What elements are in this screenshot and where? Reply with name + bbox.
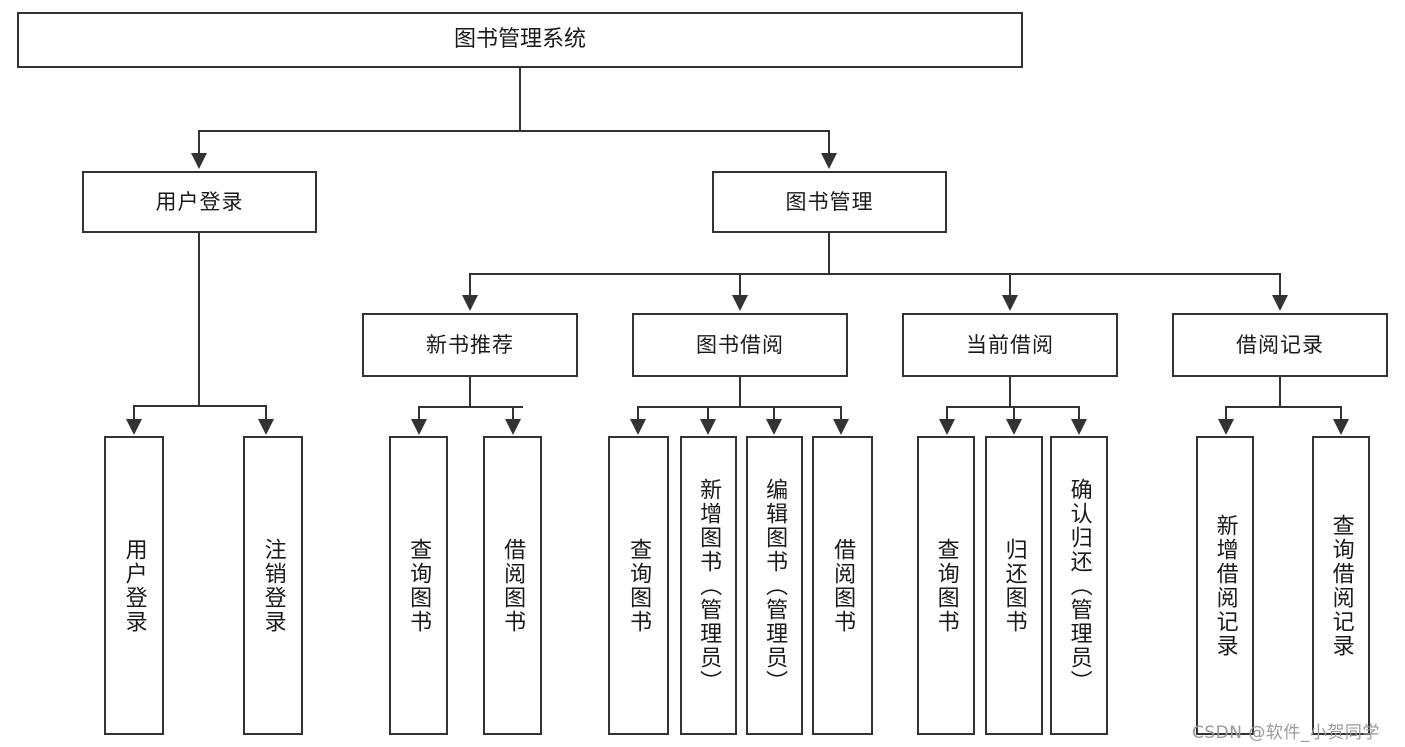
leaf-borrow-borrow-book[interactable]: 借阅图书: [812, 436, 873, 735]
node-book-borrow[interactable]: 图书借阅: [632, 313, 848, 377]
arrowhead-borrow-1: [630, 419, 646, 435]
arrowhead-recommend-2: [505, 419, 521, 435]
leaf-borrow-add-book-admin[interactable]: 新增图书（管理员）: [680, 436, 737, 735]
arrowhead-to-book-mgmt: [821, 153, 837, 169]
connector-root-to-book-mgmt: [828, 130, 830, 155]
connector-current-drop-1: [946, 406, 948, 420]
node-borrow-record[interactable]: 借阅记录: [1172, 313, 1388, 377]
node-label: 借阅图书: [830, 537, 856, 634]
connector-recommend-drop-2: [512, 406, 514, 420]
connector-borrow-drop-1: [637, 406, 639, 420]
arrowhead-current-2: [1006, 419, 1022, 435]
connector-book-mgmt-bus: [469, 273, 1281, 275]
node-label: 图书管理: [785, 189, 874, 214]
arrowhead-user-login-2: [258, 419, 274, 435]
node-label: 借阅图书: [500, 537, 526, 634]
arrowhead-record-2: [1333, 419, 1349, 435]
node-label: 归还图书: [1001, 537, 1027, 634]
arrowhead-user-login-1: [126, 419, 142, 435]
connector-root-bus: [198, 130, 830, 132]
node-label: 注销登录: [260, 537, 286, 634]
arrowhead-book-mgmt-3: [1002, 295, 1018, 311]
connector-book-mgmt-drop-3: [1009, 273, 1011, 296]
connector-book-mgmt-drop-1: [469, 273, 471, 296]
leaf-recommend-query-book[interactable]: 查询图书: [389, 436, 448, 735]
node-label: 新增图书（管理员）: [696, 477, 722, 694]
arrowhead-record-1: [1218, 419, 1234, 435]
node-label: 查询借阅记录: [1328, 513, 1354, 658]
connector-record-drop-2: [1340, 406, 1342, 420]
connector-user-login-drop-2: [265, 405, 267, 420]
connector-book-mgmt-drop-2: [739, 273, 741, 296]
node-label: 用户登录: [121, 537, 147, 634]
connector-current-drop-2: [1013, 406, 1015, 420]
node-label: 图书借阅: [696, 332, 784, 357]
leaf-record-add-borrow-record[interactable]: 新增借阅记录: [1196, 436, 1254, 735]
connector-user-login-drop-1: [133, 405, 135, 420]
node-new-book-recommend[interactable]: 新书推荐: [362, 313, 578, 377]
arrowhead-book-mgmt-4: [1272, 295, 1288, 311]
leaf-current-query-book[interactable]: 查询图书: [917, 436, 975, 735]
leaf-borrow-edit-book-admin[interactable]: 编辑图书（管理员）: [746, 436, 803, 735]
node-root-system[interactable]: 图书管理系统: [17, 12, 1023, 68]
arrowhead-current-1: [939, 419, 955, 435]
arrowhead-book-mgmt-1: [462, 295, 478, 311]
connector-user-login-stem: [198, 233, 200, 405]
connector-root-to-user-login: [198, 130, 200, 155]
leaf-borrow-query-book[interactable]: 查询图书: [608, 436, 669, 735]
connector-borrow-drop-2: [707, 406, 709, 420]
node-label: 编辑图书（管理员）: [762, 477, 788, 694]
connector-book-mgmt-stem: [828, 233, 830, 273]
connector-borrow-stem: [739, 377, 741, 406]
connector-recommend-stem: [469, 377, 471, 406]
connector-user-login-bus: [133, 405, 266, 407]
leaf-record-query-borrow-record[interactable]: 查询借阅记录: [1312, 436, 1370, 735]
connector-current-stem: [1009, 377, 1011, 406]
node-current-borrow[interactable]: 当前借阅: [902, 313, 1118, 377]
connector-record-stem: [1279, 377, 1281, 406]
arrowhead-borrow-2: [700, 419, 716, 435]
arrowhead-borrow-3: [766, 419, 782, 435]
arrowhead-current-3: [1071, 419, 1087, 435]
connector-book-mgmt-drop-4: [1279, 273, 1281, 296]
connector-current-bus: [946, 406, 1079, 408]
node-label: 用户登录: [155, 189, 244, 214]
connector-borrow-drop-4: [840, 406, 842, 420]
node-label: 查询图书: [933, 537, 959, 634]
node-book-management[interactable]: 图书管理: [712, 171, 947, 233]
node-label: 确认归还（管理员）: [1066, 477, 1092, 694]
connector-borrow-bus: [637, 406, 842, 408]
connector-current-drop-3: [1078, 406, 1080, 420]
connector-recommend-drop-1: [418, 406, 420, 420]
node-label: 查询图书: [406, 537, 432, 634]
node-label: 新书推荐: [426, 332, 514, 357]
leaf-user-login-login[interactable]: 用户登录: [104, 436, 164, 735]
leaf-current-return-book[interactable]: 归还图书: [985, 436, 1043, 735]
connector-root-stem: [519, 68, 521, 130]
connector-record-drop-1: [1225, 406, 1227, 420]
arrowhead-book-mgmt-2: [732, 295, 748, 311]
leaf-recommend-borrow-book[interactable]: 借阅图书: [483, 436, 542, 735]
connector-borrow-drop-3: [773, 406, 775, 420]
node-label: 图书管理系统: [453, 27, 586, 53]
csdn-watermark: CSDN @软件_小贺同学: [1192, 723, 1380, 743]
connector-recommend-bus: [418, 406, 523, 408]
connector-record-bus: [1225, 406, 1342, 408]
node-label: 查询图书: [626, 537, 652, 634]
arrowhead-borrow-4: [833, 419, 849, 435]
node-label: 当前借阅: [966, 332, 1054, 357]
node-label: 借阅记录: [1236, 332, 1324, 357]
leaf-user-login-logout[interactable]: 注销登录: [243, 436, 303, 735]
arrowhead-recommend-1: [411, 419, 427, 435]
node-user-login[interactable]: 用户登录: [82, 171, 317, 233]
leaf-current-confirm-return-admin[interactable]: 确认归还（管理员）: [1050, 436, 1108, 735]
arrowhead-to-user-login: [191, 153, 207, 169]
node-label: 新增借阅记录: [1212, 513, 1238, 658]
